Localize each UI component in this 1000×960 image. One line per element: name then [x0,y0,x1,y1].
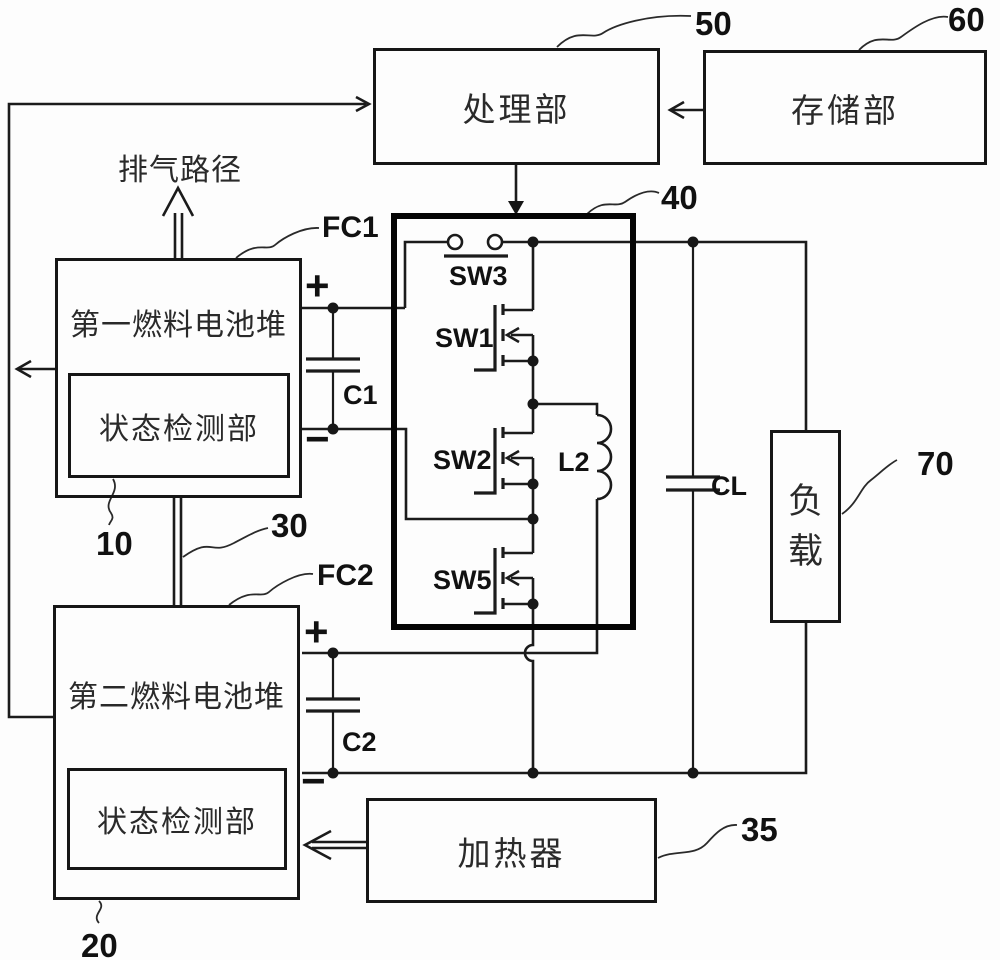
c2-label: C2 [342,727,377,757]
leader-40 [586,190,660,215]
processing-unit-label: 处理部 [462,92,571,129]
arrowhead-left-icon [14,359,32,379]
capacitor-cl-symbol [666,242,720,773]
processing-unit-box: 处理部 [373,48,660,165]
converter-box [391,213,636,630]
fc1-minus-sign: − [305,415,330,462]
stack-bus-double-line [172,498,183,605]
capacitor-c2-symbol [306,653,360,773]
fc2-plus-sign: + [304,608,329,655]
fuel-cell-stack-1-box [55,258,302,498]
ref-10-label: 10 [96,525,133,562]
exhaust-arrow-icon [161,185,195,258]
fc1-minus-wire [302,427,533,521]
heater-to-fc2-arrow [302,829,366,861]
arrowhead-left-icon [302,829,332,861]
sw2-label: SW2 [433,445,492,475]
mosfet-body-arrow-icon [504,326,520,344]
mosfet-body-arrow-icon [504,569,520,587]
ref-40-label: 40 [661,179,698,216]
ref-50-label: 50 [695,5,732,42]
switch-sw3-symbol [444,233,508,258]
fc1-to-bus-arrow [14,359,55,379]
load-box: 负载 [770,430,841,623]
ref-35-label: 35 [741,811,778,848]
processing-to-converter-arrow [508,165,524,215]
leader-50 [556,14,692,48]
leader-20 [95,900,103,924]
state-detection-2-label: 状态检测部 [97,806,257,839]
arrowhead-into-processing-icon [355,95,372,113]
leader-60 [858,15,949,51]
sw1-label: SW1 [435,323,494,353]
storage-to-processing-arrow [667,100,703,120]
power-wiring [302,240,808,775]
fuel-cell-stack-1-label: 第一燃料电池堆 [70,309,287,342]
cl-label: CL [711,471,747,501]
leader-fc2 [228,573,314,606]
leader-70 [841,459,898,515]
state-detection-1-label: 状态检测部 [99,412,259,446]
leader-30 [182,527,269,558]
fc2-plus-wire [302,499,599,655]
sw5-label: SW5 [433,565,492,595]
capacitor-c1-symbol [306,308,360,429]
junction-dots [327,236,699,779]
mosfet-sw2-symbol [474,427,535,495]
fc2-tag-label: FC2 [317,559,374,592]
state-detection-1-box: 状态检测部 [68,373,290,478]
bottom-rail-wire [302,623,808,775]
storage-unit-label: 存储部 [791,93,899,130]
fc2-minus-sign: − [301,757,326,804]
ref-20-label: 20 [81,927,118,960]
heater-box: 加热器 [366,798,657,903]
l2-label: L2 [558,447,590,477]
fuel-cell-stack-2-label: 第二燃料电池堆 [68,681,285,714]
load-label: 负载 [787,481,823,571]
sw3-label: SW3 [449,261,508,291]
storage-unit-box: 存储部 [703,50,987,165]
inductor-l2-symbol [596,413,613,501]
arrowhead-left-icon [667,100,685,120]
control-bus-wire [7,95,372,719]
fc1-plus-sign: + [305,262,330,309]
arrowhead-down-icon [508,201,524,215]
mosfet-sw1-symbol [474,304,535,372]
heater-label: 加热器 [457,836,566,873]
ref-70-label: 70 [917,445,954,482]
fc1-tag-label: FC1 [322,211,379,244]
mosfet-body-arrow-icon [504,449,520,467]
reference-leader-lines [95,14,949,924]
fuel-cell-stack-2-box [53,605,300,900]
ref-60-label: 60 [948,1,985,38]
leader-fc1 [235,227,320,259]
ref-30-label: 30 [271,507,308,544]
leader-10 [107,478,116,526]
c1-label: C1 [343,380,378,410]
mosfet-sw5-symbol [474,547,535,615]
state-detection-2-box: 状态检测部 [67,768,287,870]
exhaust-path-label: 排气路径 [118,154,242,187]
leader-35 [657,824,738,859]
